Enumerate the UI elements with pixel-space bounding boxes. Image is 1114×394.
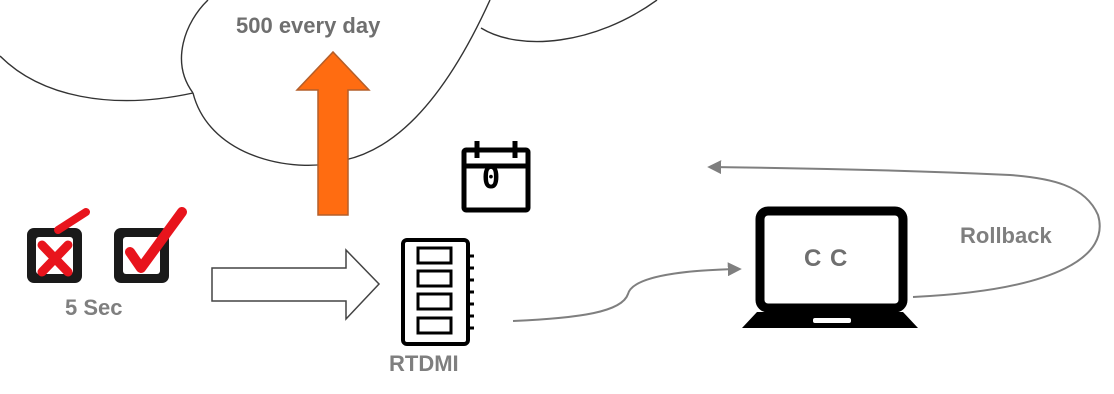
hollow-right-arrow — [211, 248, 381, 321]
memory-module-icon — [401, 238, 474, 346]
interval-label: 5 Sec — [65, 295, 123, 320]
connector-to-laptop — [512, 262, 742, 322]
laptop-icon — [742, 206, 918, 328]
rollback-arrow — [707, 160, 1101, 298]
checkbox-cross-icon — [27, 208, 90, 283]
upload-arrow — [295, 50, 371, 216]
checkbox-check-icon — [114, 207, 187, 283]
rollback-label: Rollback — [960, 223, 1052, 248]
cloud-label: 500 every day — [236, 13, 381, 38]
rtdmi-label: RTDMI — [389, 351, 459, 376]
calendar-icon — [461, 141, 531, 213]
calendar-number: 0 — [481, 160, 501, 196]
laptop-screen-text: C C — [804, 245, 849, 272]
